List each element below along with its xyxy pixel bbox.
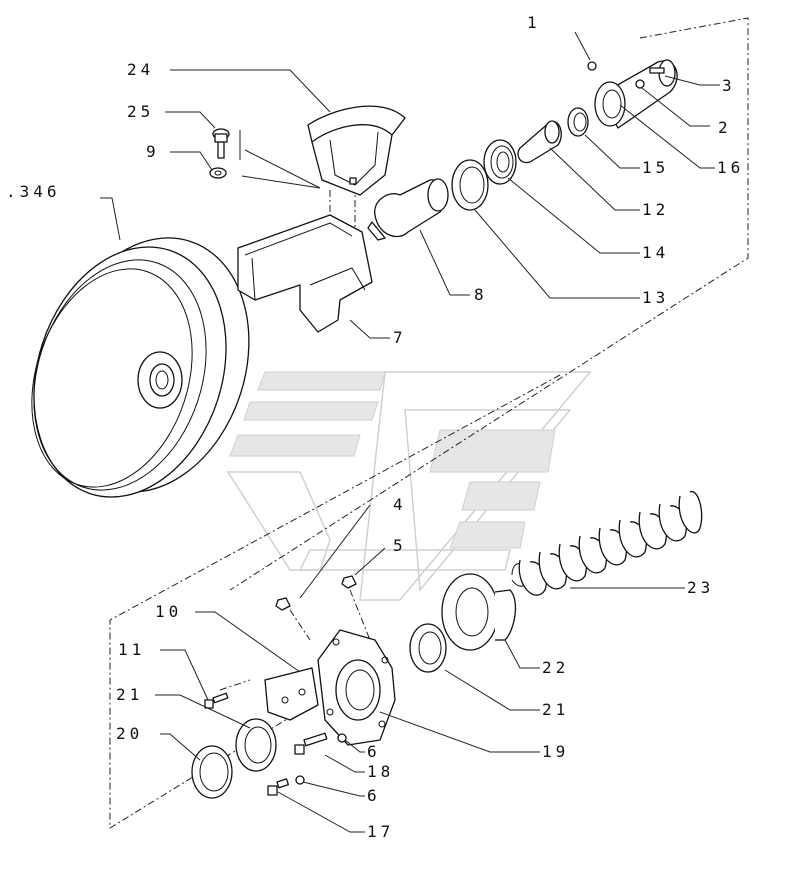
bolt-part-18 xyxy=(294,732,328,755)
label-23: 23 xyxy=(687,578,714,597)
callout-labels: 1 2 3 4 5 6 6 7 8 9 10 11 12 13 14 15 16… xyxy=(6,13,744,841)
bushing-part-12 xyxy=(517,120,562,164)
ring-part-15 xyxy=(567,107,589,137)
seal-part-21-lower xyxy=(235,718,277,772)
label-25: 25 xyxy=(127,102,154,121)
label-3: 3 xyxy=(722,76,736,95)
plug-part-1 xyxy=(587,61,597,71)
bearing-part-14 xyxy=(483,139,517,185)
label-22: 22 xyxy=(542,658,569,677)
label-20: 20 xyxy=(116,724,143,743)
washer-part-6-lower xyxy=(295,775,305,785)
label-19: 19 xyxy=(542,742,569,761)
nut-part-5 xyxy=(341,575,357,589)
label-21-right: 21 xyxy=(542,700,569,719)
cylinder-part-16 xyxy=(594,59,678,129)
label-1: 1 xyxy=(527,13,541,32)
spring-part-23 xyxy=(511,491,703,596)
bracket-part-10 xyxy=(264,667,319,721)
label-5: 5 xyxy=(393,536,407,555)
flange-housing-part-19 xyxy=(317,629,396,746)
washer-part-9 xyxy=(209,167,227,179)
label-10: 10 xyxy=(155,602,182,621)
label-14: 14 xyxy=(642,243,669,262)
label-18: 18 xyxy=(367,762,394,781)
shaft-part-8 xyxy=(367,178,449,241)
seal-part-20 xyxy=(191,745,233,799)
leader-lines xyxy=(100,31,720,833)
label-13: 13 xyxy=(642,288,669,307)
cap-part-24 xyxy=(307,105,406,196)
label-6-lower: 6 xyxy=(367,786,381,805)
label-4: 4 xyxy=(393,495,407,514)
label-15: 15 xyxy=(642,158,669,177)
label-7: 7 xyxy=(393,328,407,347)
label-2: 2 xyxy=(718,118,732,137)
bolt-part-25 xyxy=(212,128,230,159)
label-6-upper: 6 xyxy=(367,742,381,761)
idler-wheel xyxy=(31,237,250,498)
bolt-part-17 xyxy=(267,778,290,796)
fitting-part-2 xyxy=(635,79,645,89)
nut-part-4 xyxy=(275,597,291,611)
label-12: 12 xyxy=(642,200,669,219)
seal-part-21-upper xyxy=(409,623,447,673)
label-346: .346 xyxy=(6,182,61,201)
label-8: 8 xyxy=(474,285,488,304)
label-24: 24 xyxy=(127,60,154,79)
label-11: 11 xyxy=(118,640,145,659)
watermark-logo xyxy=(226,371,592,601)
label-17: 17 xyxy=(367,822,394,841)
washer-part-6-upper xyxy=(337,733,347,743)
label-16: 16 xyxy=(717,158,744,177)
fork-bracket-part-7 xyxy=(237,214,373,333)
seal-ring-part-13 xyxy=(451,159,489,211)
label-9: 9 xyxy=(146,142,160,161)
spring-seat-part-22 xyxy=(441,573,517,651)
label-21-left: 21 xyxy=(116,685,143,704)
bolt-part-11 xyxy=(204,692,229,709)
